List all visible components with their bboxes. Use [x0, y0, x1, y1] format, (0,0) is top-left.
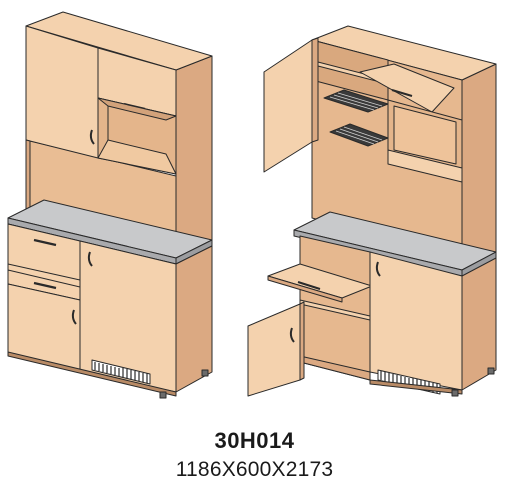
- product-code: 30H014: [214, 428, 295, 453]
- cabinet-closed-view: [7, 11, 213, 399]
- upper-side-panel: [175, 55, 213, 259]
- open-base-right-door: [369, 251, 463, 391]
- open-base-left-door: [247, 303, 301, 397]
- open-lift-flap: [359, 63, 455, 113]
- open-upper-left-door: [263, 39, 313, 173]
- product-illustration: [7, 11, 497, 399]
- upper-left-door: [25, 25, 99, 159]
- cabinet-open-view: [247, 25, 497, 397]
- dish-rack-lower: [329, 123, 389, 147]
- product-dimensions: 1186X600X2173: [175, 458, 334, 481]
- open-side-panel: [461, 63, 497, 391]
- vent-grille: [91, 359, 151, 385]
- upper-top-panel: [25, 11, 213, 71]
